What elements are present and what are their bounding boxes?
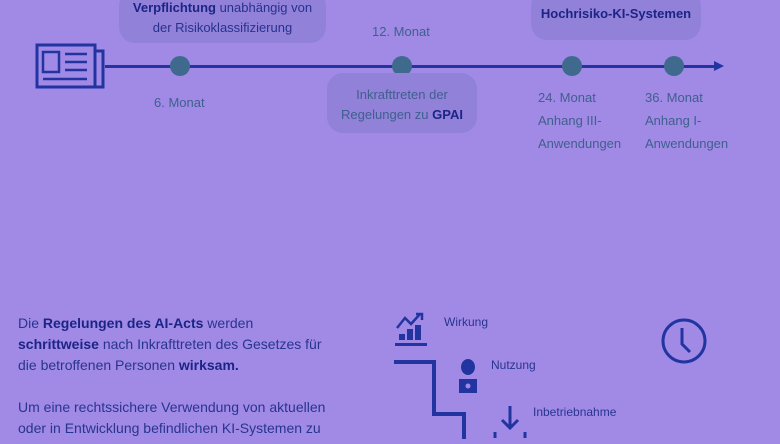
t: Regelungen des AI-Acts: [42, 315, 204, 331]
t: nach Inkrafttreten des Gesetzes für: [98, 336, 322, 352]
month: 36. Monat: [645, 90, 703, 105]
box-text: Inkrafttreten der: [356, 87, 448, 102]
box-text: der Risikoklassifizierung: [152, 20, 293, 35]
growth-chart-icon: [394, 312, 430, 353]
desc: Anwendungen: [538, 136, 622, 151]
stairs-diagram: [390, 310, 530, 444]
t: Die: [18, 315, 43, 331]
box-gpai: Inkrafttreten der Regelungen zu GPAI: [327, 73, 477, 133]
step-nutzung: Nutzung: [491, 358, 536, 372]
box-verpflichtung: Verpflichtung unabhängig von der Risikok…: [119, 0, 326, 43]
desc: Anhang I-: [645, 113, 702, 128]
box-hochrisiko: Hochrisiko-KI-Systemen: [531, 0, 701, 40]
t: werden: [203, 315, 254, 331]
t: schrittweise: [18, 336, 99, 352]
label-6-monat: 6. Monat: [154, 95, 205, 110]
t: oder in Entwicklung befindlichen KI-Syst…: [18, 420, 321, 436]
month: 24. Monat: [538, 90, 596, 105]
step-wirkung: Wirkung: [444, 315, 489, 329]
step-inbetriebnahme: Inbetriebnahme: [533, 405, 617, 419]
box-bold: Hochrisiko-KI-Systemen: [540, 6, 692, 21]
second-paragraph: Um eine rechtssichere Verwendung von akt…: [18, 397, 325, 439]
dot-12-monat: [392, 56, 412, 76]
newspaper-icon: [35, 43, 107, 96]
box-bold: Verpflichtung: [132, 0, 216, 15]
label-36-monat: 36. Monat Anhang I- Anwendungen: [645, 86, 728, 155]
download-icon: [492, 404, 528, 444]
clock-icon: [660, 317, 708, 370]
intro-paragraph: Die Regelungen des AI-Acts werden schrit…: [18, 313, 322, 376]
t: Um eine rechtssichere Verwendung von akt…: [18, 399, 326, 415]
desc: Anwendungen: [645, 136, 729, 151]
t: die betroffenen Personen: [18, 357, 179, 373]
t: wirksam.: [178, 357, 239, 373]
box-text: unabhängig von: [215, 0, 313, 15]
person-laptop-icon: [454, 357, 482, 402]
arrow-head-icon: [714, 61, 724, 71]
box-text: Regelungen zu: [341, 107, 433, 122]
box-bold: GPAI: [432, 107, 463, 122]
dot-6-monat: [170, 56, 190, 76]
desc: Anhang III-: [538, 113, 602, 128]
label-24-monat: 24. Monat Anhang III- Anwendungen: [538, 86, 621, 155]
dot-36-monat: [664, 56, 684, 76]
dot-24-monat: [562, 56, 582, 76]
label-12-monat: 12. Monat: [372, 24, 430, 39]
